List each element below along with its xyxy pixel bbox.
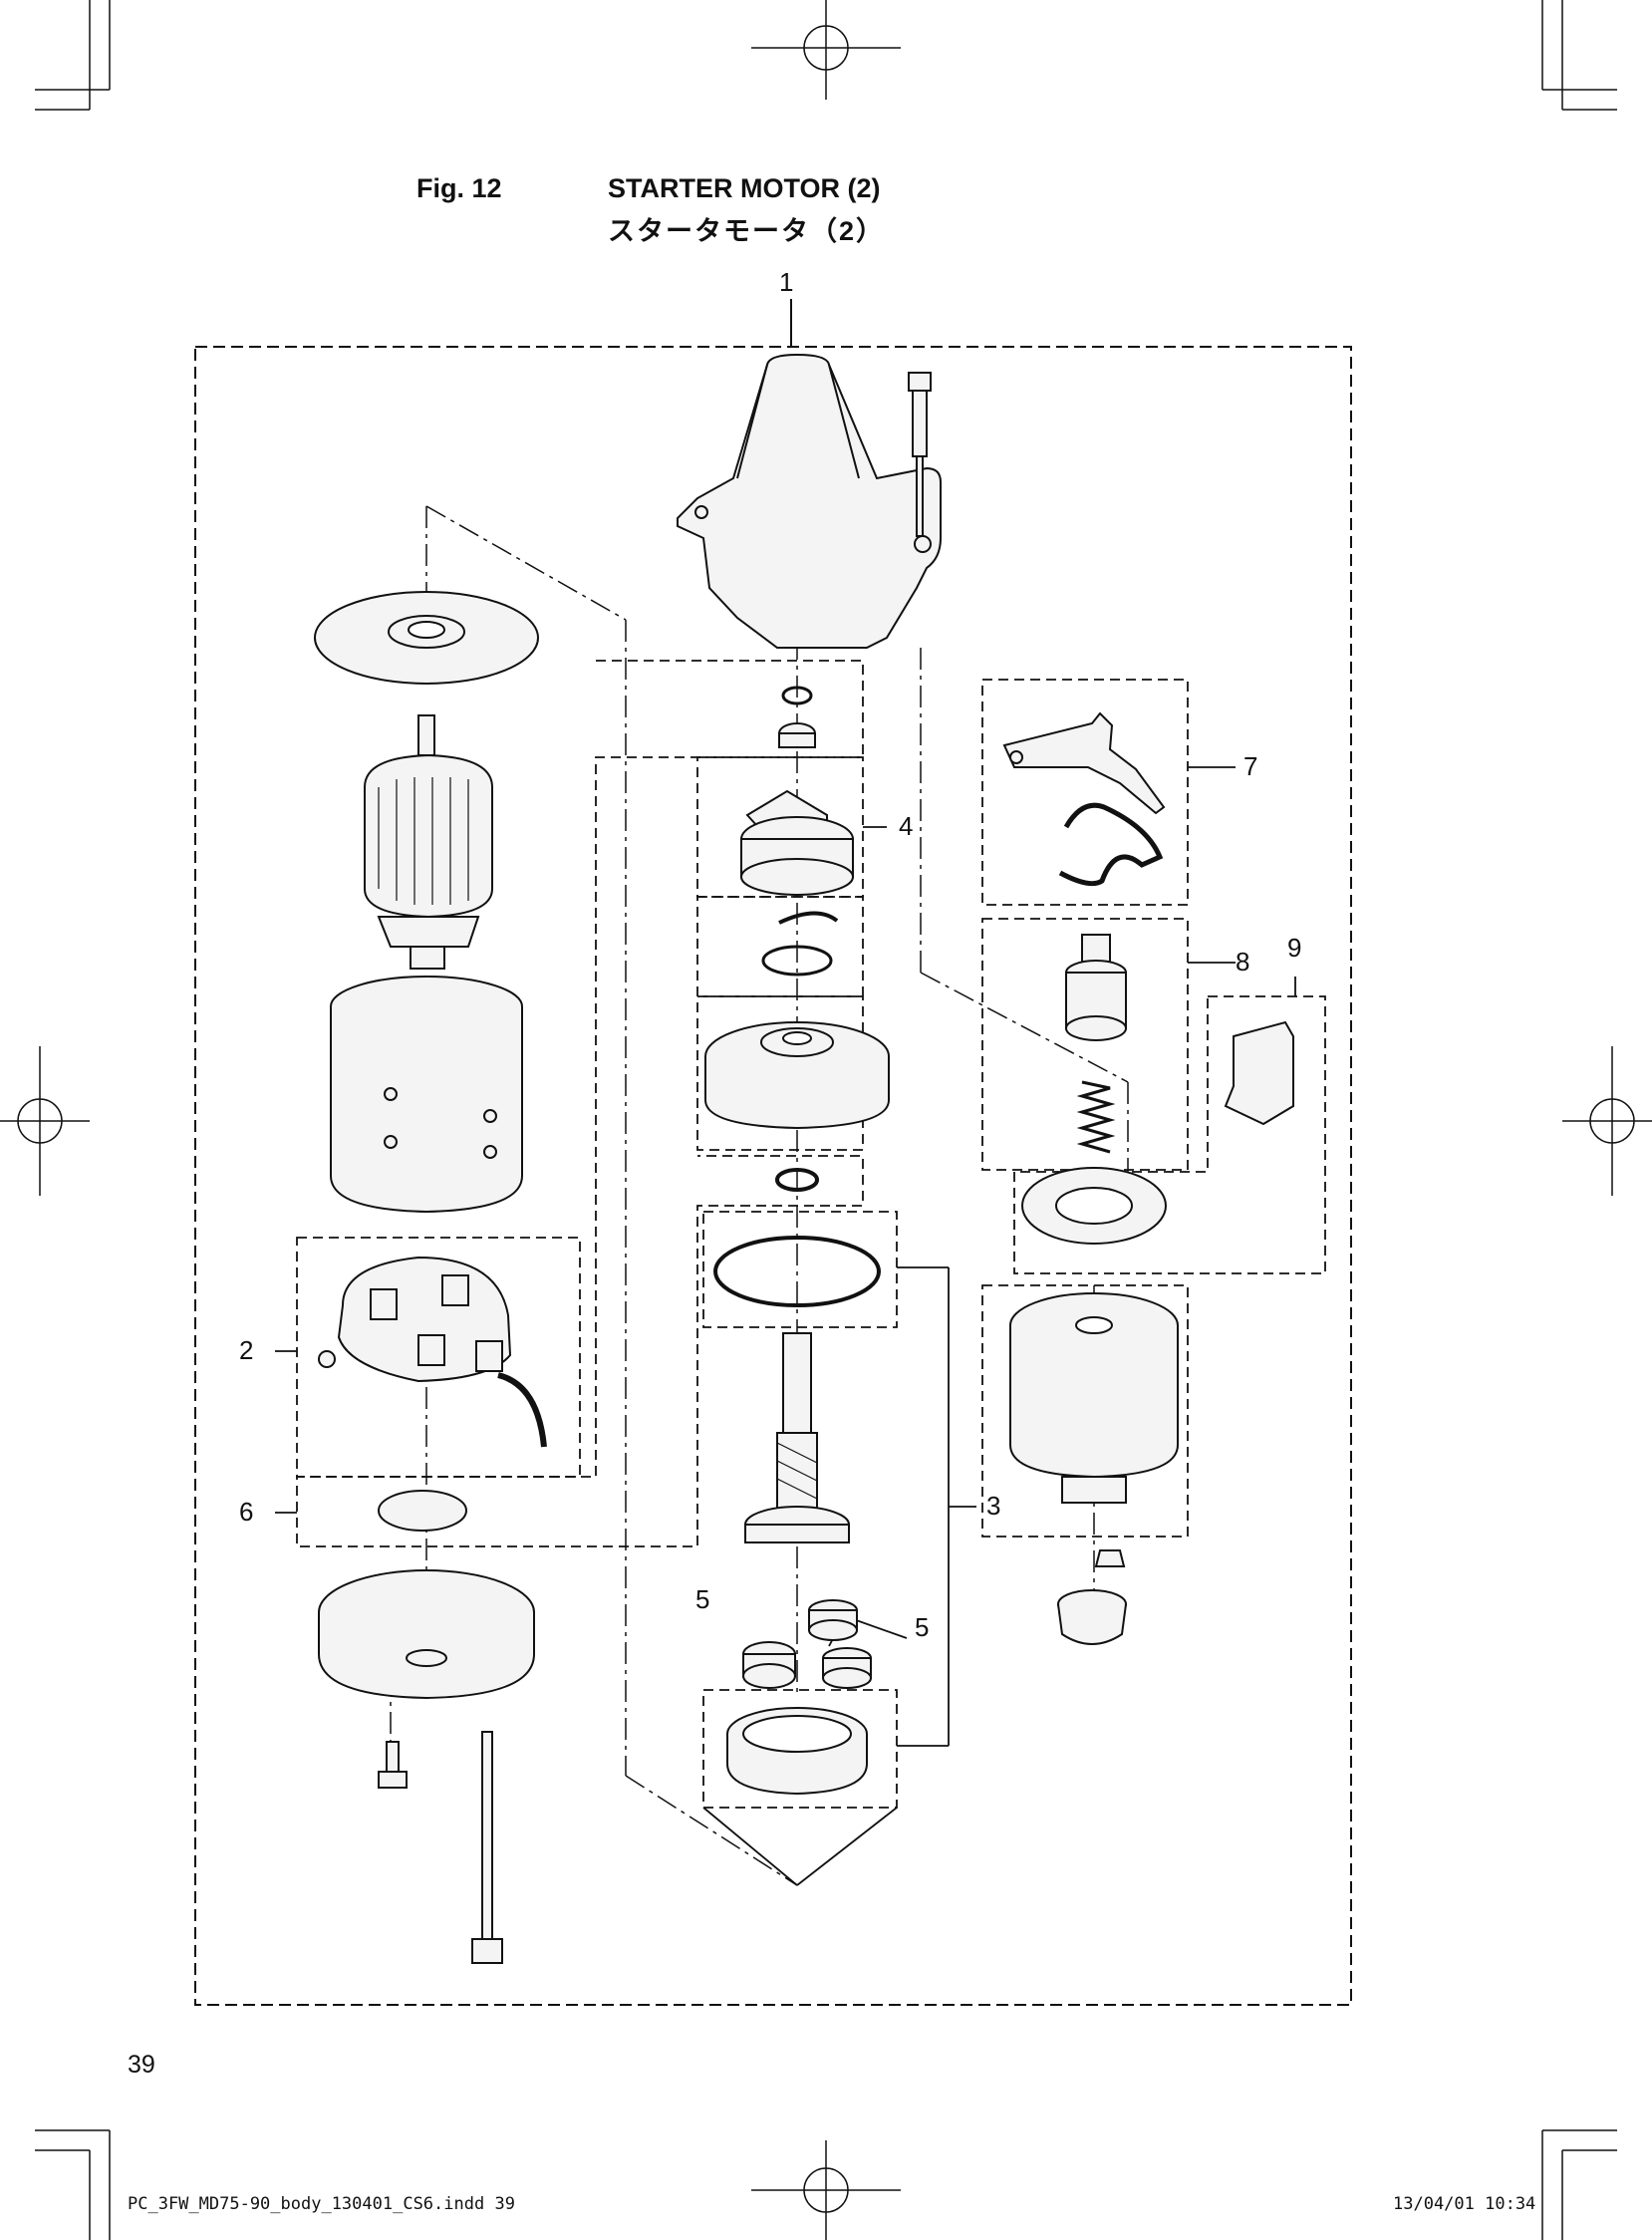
callout-5a: 5 bbox=[695, 1584, 709, 1614]
screw bbox=[378, 1741, 408, 1789]
group-9-frame bbox=[1013, 995, 1326, 1274]
lever-spring bbox=[1058, 802, 1164, 887]
o-ring bbox=[775, 1168, 819, 1192]
callout-9: 9 bbox=[1287, 933, 1301, 963]
group-3-internal-gear bbox=[702, 1689, 898, 1809]
footer-file-name: PC_3FW_MD75-90_body_130401_CS6.indd 39 bbox=[128, 2194, 515, 2214]
nut bbox=[1094, 1549, 1126, 1567]
group-7-lever bbox=[981, 679, 1189, 906]
lock-washer bbox=[378, 1490, 467, 1532]
assembly-frame bbox=[194, 346, 1352, 2006]
housing bbox=[677, 353, 942, 649]
callout-4: 4 bbox=[899, 811, 913, 841]
crop-marks bbox=[35, 0, 1617, 2240]
shift-lever bbox=[1002, 711, 1166, 815]
group-solenoid bbox=[981, 1284, 1189, 1538]
registration-target-bottom bbox=[751, 2140, 901, 2240]
solenoid bbox=[1009, 1292, 1179, 1504]
armature bbox=[364, 714, 493, 970]
figure-number: Fig. 12 bbox=[416, 173, 502, 203]
callout-7: 7 bbox=[1243, 751, 1257, 781]
callout-5b: 5 bbox=[915, 1612, 929, 1642]
page-number: 39 bbox=[128, 2051, 155, 2079]
registration-target-left bbox=[0, 1046, 90, 1196]
registration-target-right bbox=[1562, 1046, 1652, 1196]
gasket bbox=[1021, 1167, 1167, 1245]
callout-2: 2 bbox=[239, 1335, 253, 1365]
retainer-ring bbox=[713, 1236, 881, 1307]
yoke bbox=[330, 976, 523, 1214]
pinion-gear bbox=[740, 789, 854, 896]
end-plate bbox=[314, 591, 539, 685]
internal-gear bbox=[726, 1707, 868, 1796]
group-clutch bbox=[696, 896, 864, 997]
brush-holder bbox=[318, 1256, 547, 1448]
planet-carrier-gear bbox=[704, 1021, 890, 1130]
planet-gear bbox=[742, 1599, 872, 1689]
bushing bbox=[778, 722, 816, 748]
bolt bbox=[908, 372, 932, 537]
snap-ring-small bbox=[781, 686, 813, 705]
group-3-ring bbox=[702, 1211, 898, 1328]
callout-1: 1 bbox=[779, 267, 793, 297]
shaft bbox=[744, 1332, 850, 1543]
registration-target-top bbox=[751, 0, 901, 100]
rear-cover bbox=[318, 1569, 535, 1700]
figure-subtitle-japanese: スタータモータ（2） bbox=[608, 216, 886, 246]
callout-3: 3 bbox=[986, 1491, 1000, 1521]
figure-title: STARTER MOTOR (2) bbox=[608, 173, 881, 203]
plunger bbox=[1065, 934, 1127, 1041]
group-6-frame bbox=[296, 660, 864, 1547]
terminal-boot bbox=[1057, 1589, 1127, 1645]
e-ring bbox=[778, 911, 839, 925]
thrust-washer bbox=[761, 945, 833, 977]
terminal-cover bbox=[1224, 1020, 1294, 1126]
footer-timestamp: 13/04/01 10:34 bbox=[1393, 2194, 1536, 2214]
callout-6: 6 bbox=[239, 1497, 253, 1527]
coil-spring bbox=[1076, 1080, 1116, 1154]
through-bolt bbox=[471, 1731, 503, 1964]
callout-8: 8 bbox=[1236, 947, 1249, 977]
